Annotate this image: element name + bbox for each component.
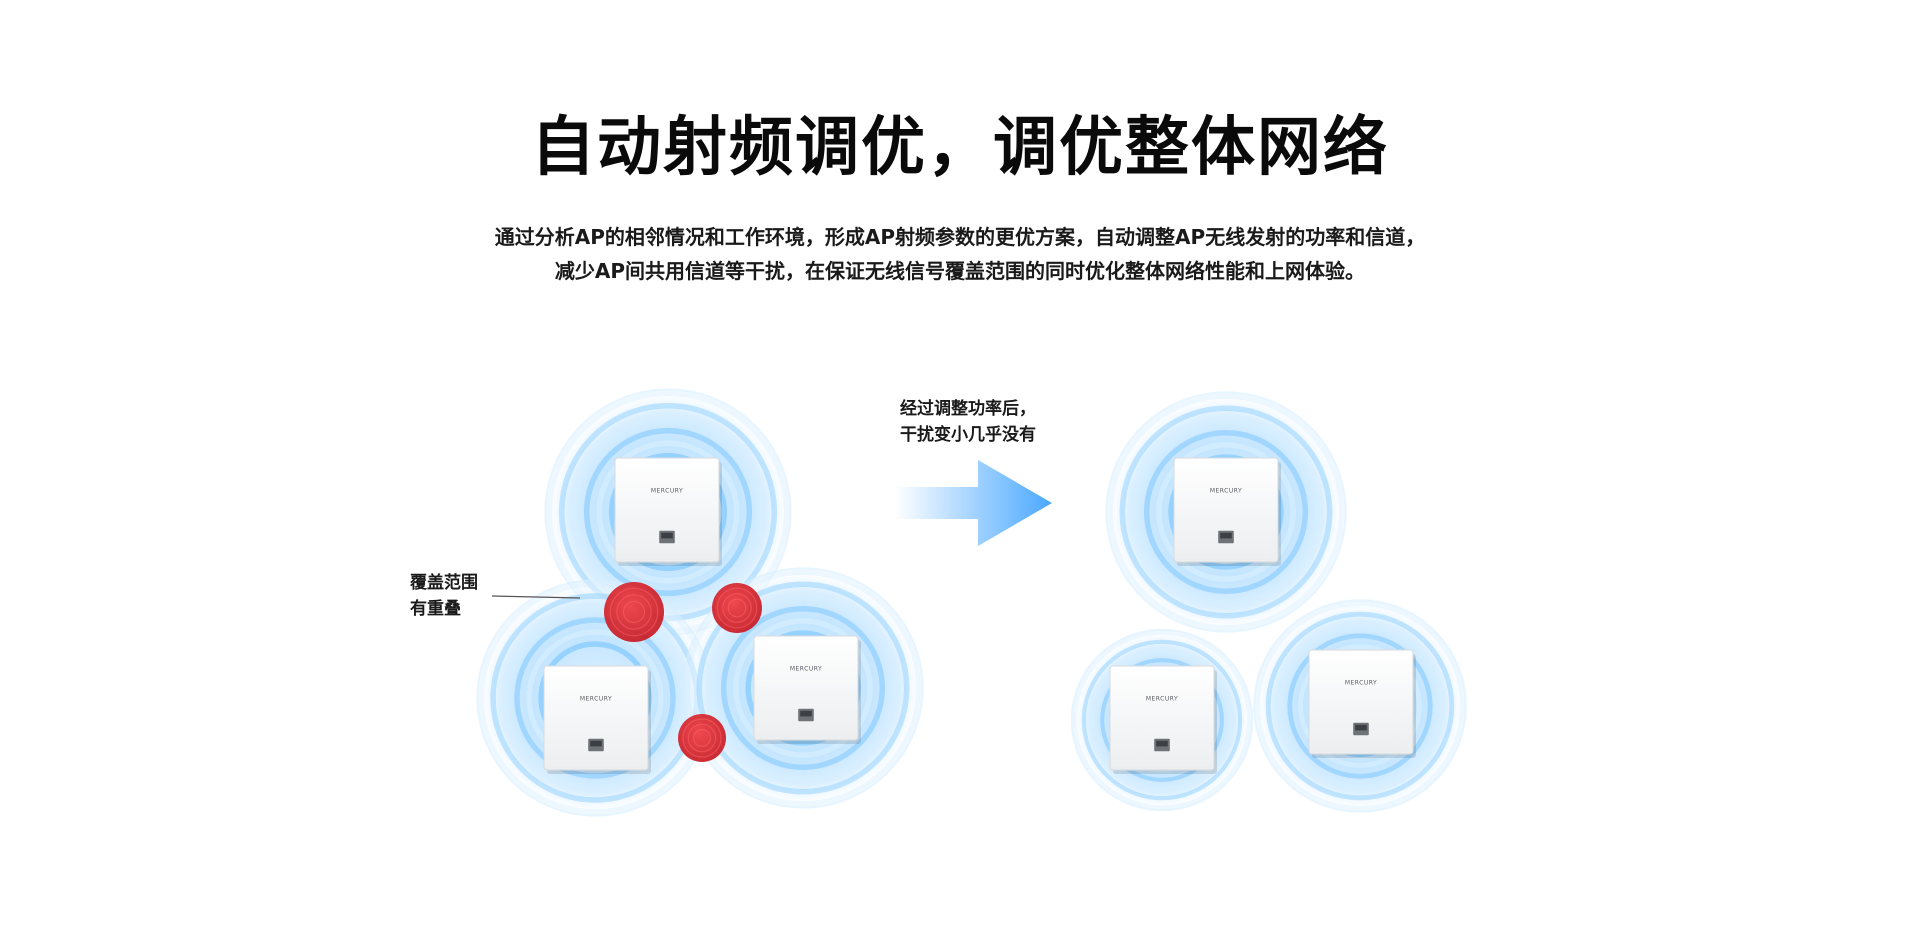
device-brand-label: MERCURY — [580, 695, 612, 702]
description-line-1: 通过分析AP的相邻情况和工作环境，形成AP射频参数的更优方案，自动调整AP无线发… — [0, 220, 1920, 254]
ethernet-port-icon — [588, 739, 604, 751]
rf-tuning-diagram: MERCURY MERCURY MERCURY MERCURY MERCURY MERCU… — [0, 360, 1920, 880]
device-brand-label: MERCURY — [651, 487, 683, 494]
description: 通过分析AP的相邻情况和工作环境，形成AP射频参数的更优方案，自动调整AP无线发… — [0, 220, 1920, 288]
ap-device-after-bottom-left: MERCURY — [1110, 666, 1217, 774]
ethernet-port-icon — [1154, 739, 1170, 751]
overlap-zone-1 — [604, 582, 664, 642]
device-brand-label: MERCURY — [1345, 679, 1377, 686]
ethernet-port-icon — [1218, 531, 1234, 543]
ap-device-before-top: MERCURY — [615, 458, 722, 566]
ap-device-before-bottom-left: MERCURY — [544, 666, 651, 774]
overlap-label-line-1: 覆盖范围 — [410, 572, 478, 593]
ethernet-port-icon — [798, 709, 814, 721]
device-brand-label: MERCURY — [1146, 695, 1178, 702]
overlap-label-line-2: 有重叠 — [410, 598, 461, 619]
transition-arrow — [895, 460, 1052, 546]
overlap-zone-3 — [678, 714, 726, 762]
arrow-label-line-1: 经过调整功率后， — [900, 398, 1036, 419]
device-brand-label: MERCURY — [1210, 487, 1242, 494]
arrow-label-line-2: 干扰变小几乎没有 — [900, 424, 1036, 445]
arrow-annotation: 经过调整功率后， 干扰变小几乎没有 — [900, 398, 1036, 445]
ap-device-before-bottom-right: MERCURY — [754, 636, 861, 744]
description-line-2: 减少AP间共用信道等干扰，在保证无线信号覆盖范围的同时优化整体网络性能和上网体验… — [0, 254, 1920, 288]
ethernet-port-icon — [659, 531, 675, 543]
ap-device-after-top: MERCURY — [1174, 458, 1281, 566]
page-title: 自动射频调优，调优整体网络 — [0, 108, 1920, 188]
device-brand-label: MERCURY — [790, 665, 822, 672]
ethernet-port-icon — [1353, 723, 1369, 735]
ap-device-after-bottom-right: MERCURY — [1309, 650, 1416, 758]
overlap-zone-2 — [712, 583, 762, 633]
